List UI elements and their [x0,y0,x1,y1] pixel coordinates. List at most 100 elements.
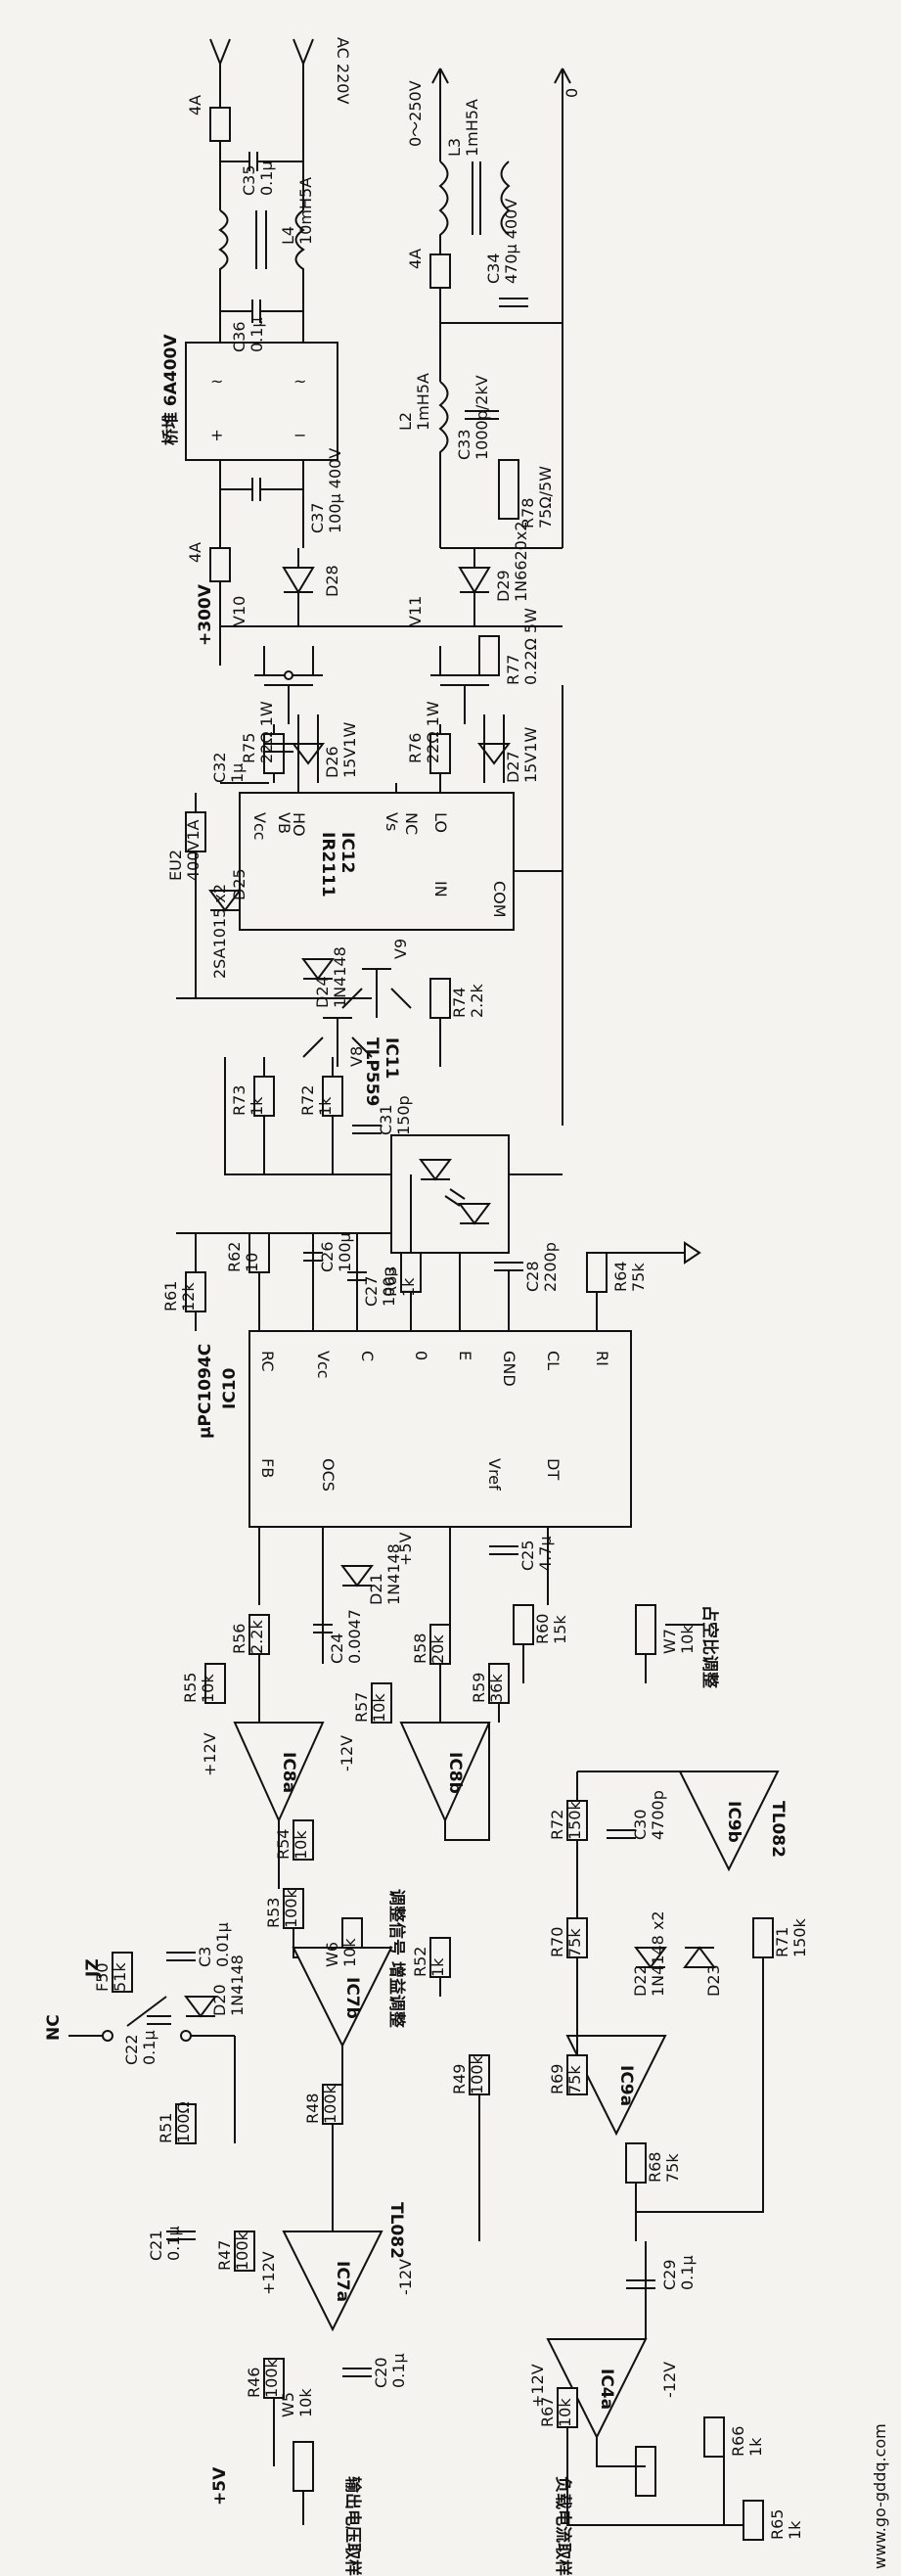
r68-resistor [625,2142,647,2184]
value-c30: 4700p [649,1790,667,1840]
ref-c22: C22 [122,2034,141,2065]
label-c24: C240.0047 [328,1609,364,1664]
ref-c36: C36 [230,321,248,352]
label-c29: C290.1μ [660,2255,697,2290]
ref-d21: D21 [367,1573,385,1605]
ref-f50: F50 [93,1962,112,1992]
value-r53: 100k [282,1888,300,1928]
ref-c32: C32 [210,752,229,783]
transistor-v9: V9 [391,939,410,959]
svg-text:+: + [210,426,223,444]
rail-p12-ic7: +12V [259,2251,278,2295]
ic12-pin-vb: VB [275,812,293,834]
label-r48: R48100k [303,2084,339,2124]
label-out-voltage: 输出电压取样 [342,2476,363,2576]
ic10-pin-ri: RI [593,1351,611,1366]
fuse-label-3: 4A [406,249,425,269]
value-w7: 10k [678,1625,697,1654]
value-r49: 100k [468,2054,486,2094]
label-c33: C331000p/2kV [455,375,491,460]
label-w7: W710k [660,1625,697,1654]
value-d29: 1N6620x2 [512,521,530,602]
label-r47: R47100k [215,2231,251,2271]
ic10-pin-e: E [456,1351,474,1360]
value-c26: 100μ [336,1232,354,1272]
value-l4: 10mH5A [296,177,315,245]
ref-r64: R64 [611,1262,630,1292]
label-c21: C210.1μ [147,2226,183,2261]
value-r56: 2.2k [248,1620,266,1654]
ref-r77: R77 [504,655,522,685]
transistor-v8: V8 [347,1046,366,1067]
rail-300v: +300V [196,583,215,646]
label-c26: C26100μ [318,1232,354,1272]
label-r76: R7622Ω 1W [406,701,442,763]
value-c21: 0.1μ [164,2226,183,2261]
ref-r46: R46 [245,2368,263,2398]
r61-resistor [185,1271,206,1312]
value-c31: 150p [394,1095,413,1135]
fuse-4a-mid [209,547,231,582]
ic8a-body [233,1722,325,1823]
value-r64: 75k [629,1263,648,1292]
label-r61: R6112k [161,1281,198,1311]
gate-drive [263,714,511,783]
opto-output-network [253,1057,382,1174]
ic9b-part: TL082 [768,1801,788,1858]
value-c22: 0.1μ [140,2030,158,2065]
ref-d20: D20 [210,1984,229,2016]
ref-d26: D26 [323,746,341,778]
value-d27: 15V1W [521,727,540,783]
value-f50: 51k [111,1962,129,1992]
ic10-name: IC10 [220,1367,240,1409]
r47-resistor [234,2231,255,2272]
level-shift [176,871,563,1126]
ic9a-body [565,2035,667,2137]
label-r67: R6710k [538,2397,574,2427]
label-c35: C350.1μ [240,161,276,196]
ic12-name: IC12 [338,832,357,873]
value-c37: 100μ 400V [326,448,344,533]
r51-resistor [175,2103,197,2144]
value-r46: 100k [262,2358,281,2398]
ref-r53: R53 [264,1898,283,1928]
fuse-label-2: 4A [186,542,204,563]
bridge-label: 桥堆 6A400V [160,334,181,445]
ref-r69: R69 [548,2064,566,2094]
label-r72: R721k [298,1085,335,1116]
ref-c33: C33 [455,429,473,460]
value-l2: 1mH5A [414,373,432,431]
ref-c37: C37 [308,502,327,533]
ref-r52: R52 [411,1947,429,1977]
r64-resistor [586,1252,608,1293]
label-r65: R651k [768,2509,804,2540]
ref-r58: R58 [411,1633,429,1664]
label-r75: R7522Ω 1W [240,701,276,763]
label-w5: W510k [279,2388,315,2417]
value-c3: 0.01μ [213,1922,232,1967]
ic10-pin-ocs: OCS [319,1458,338,1492]
value-d24: 1N4148 [331,946,349,1008]
ref-r57: R57 [352,1692,371,1723]
ic12-pin-lo: LO [431,812,450,833]
f50-resistor [112,1952,133,1993]
ic11-body [390,1134,510,1254]
label-r59: R5936k [470,1673,506,1703]
value-c34: 470μ 400V [502,199,520,284]
value-c27: 100μ [380,1266,398,1307]
ref-c31: C31 [377,1104,395,1135]
ic10-pin-vcc: Vcc [314,1351,333,1379]
value-r72b: 150k [565,1800,584,1840]
label-eu2: EU2400V1A [166,819,203,881]
ref-d22: D22 [631,1964,650,1997]
label-c20: C200.1μ [372,2353,408,2388]
bridge-rectifier [185,342,338,461]
ref-c28: C28 [523,1261,542,1292]
ref-l3: L3 [445,138,464,157]
ic12-pin-vs: Vs [383,812,401,831]
label-d28: D28 [323,565,341,597]
label-r49: R49100k [450,2054,486,2094]
feedback-network [248,1605,510,1723]
switch-jz: JZ [83,1958,103,1978]
ref-d25: D25 [230,868,248,900]
